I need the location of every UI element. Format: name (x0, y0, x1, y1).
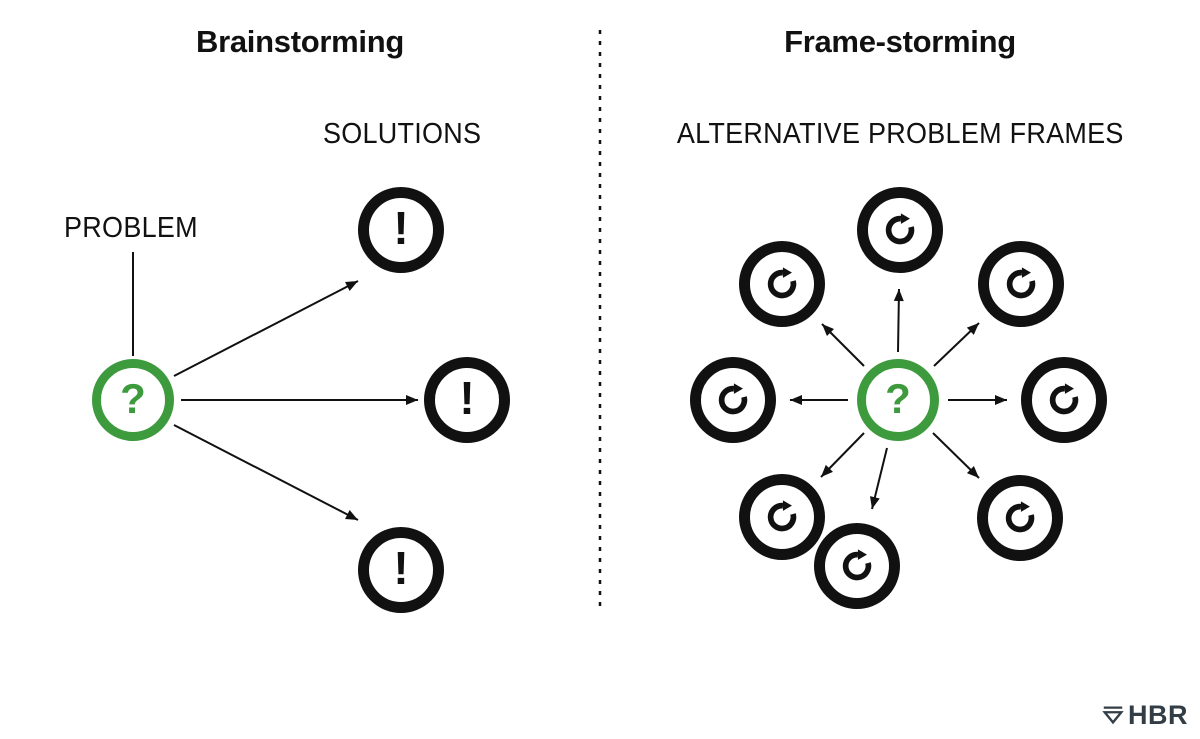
problem-label: PROBLEM (64, 212, 198, 244)
hbr-logo: HBR (1101, 698, 1188, 732)
brainstorm-arrows (173, 280, 418, 521)
solution-node: ! (358, 187, 444, 273)
solutions-label: SOLUTIONS (322, 118, 482, 150)
frame-node (977, 475, 1063, 561)
frame-node (690, 357, 776, 443)
solution-node: ! (358, 527, 444, 613)
frame-node (739, 241, 825, 327)
reframe-icon (838, 547, 876, 585)
problem-node-right: ? (857, 359, 939, 441)
problem-node: ? (92, 359, 174, 441)
frame-node (978, 241, 1064, 327)
reframe-icon (714, 381, 752, 419)
frame-node (857, 187, 943, 273)
hbr-shield-icon (1102, 706, 1124, 725)
frame-node (739, 474, 825, 560)
reframe-icon (1045, 381, 1083, 419)
alternative-frames-label: ALTERNATIVE PROBLEM FRAMES (676, 118, 1124, 150)
reframe-icon (881, 211, 919, 249)
frame-node (1021, 357, 1107, 443)
right-panel-title: Frame-storming (784, 24, 1016, 59)
frame-node (814, 523, 900, 609)
hbr-brand-text: HBR (1128, 699, 1188, 730)
reframe-icon (763, 265, 801, 303)
left-panel-title: Brainstorming (196, 24, 404, 59)
reframe-icon (1002, 265, 1040, 303)
reframe-icon (1001, 499, 1039, 537)
solution-node: ! (424, 357, 510, 443)
reframe-icon (763, 498, 801, 536)
